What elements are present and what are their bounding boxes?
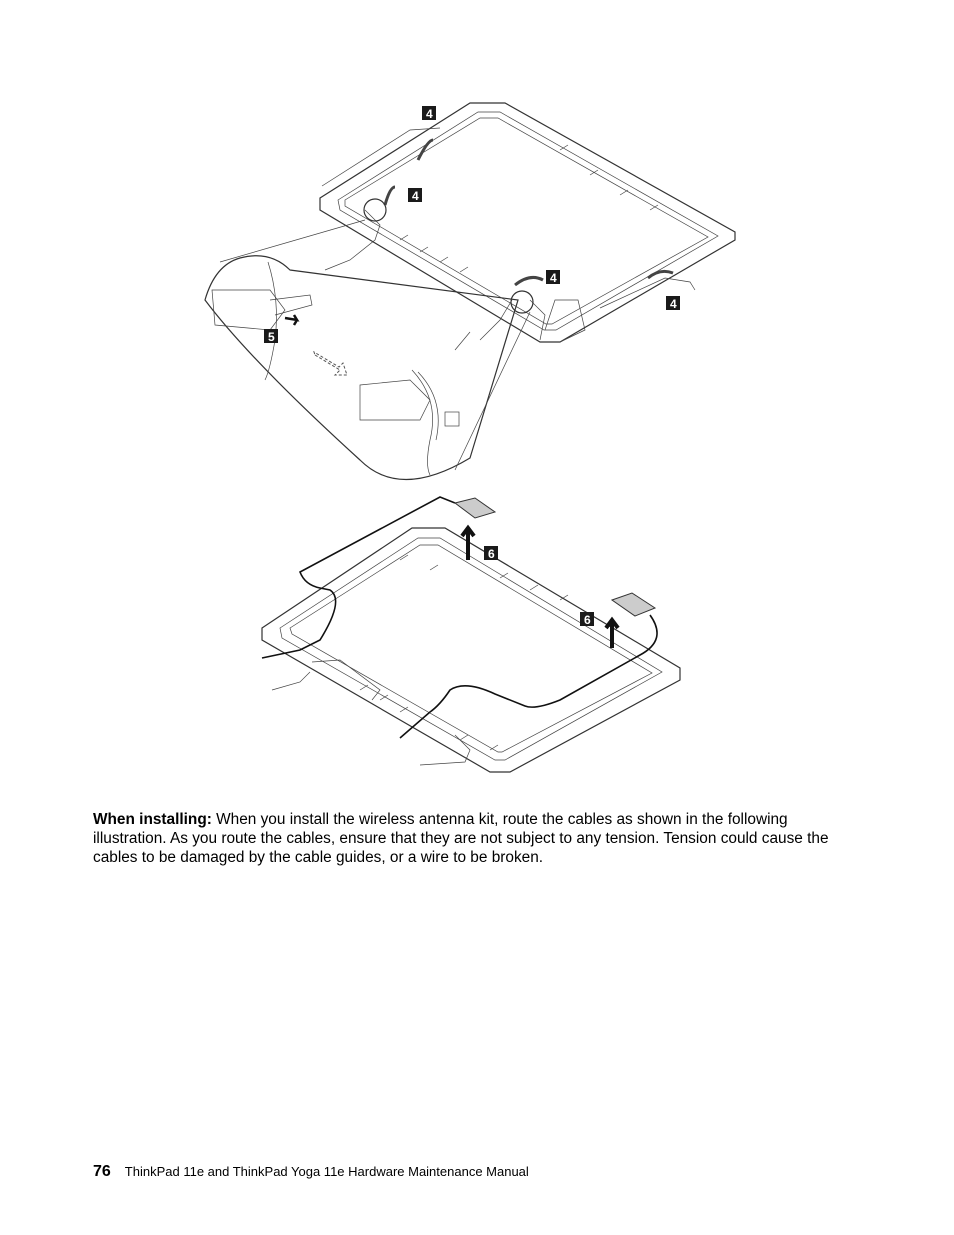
antenna-cables	[261, 496, 658, 739]
page-footer: 76 ThinkPad 11e and ThinkPad Yoga 11e Har…	[93, 1163, 529, 1181]
callout-5: 5	[264, 329, 278, 344]
svg-text:6: 6	[584, 613, 591, 627]
callout-6-left: 6	[484, 546, 498, 561]
page-number: 76	[93, 1163, 111, 1180]
callout-4-right: 4	[666, 296, 680, 311]
figure-hinge-removal: 4 4 4 4 5 6 6	[204, 102, 736, 773]
installing-note-lead: When installing:	[93, 811, 212, 829]
antenna-pad-right	[610, 592, 657, 617]
installing-note-body: When you install the wireless antenna ki…	[93, 811, 829, 866]
svg-text:4: 4	[412, 189, 419, 203]
svg-text:5: 5	[268, 330, 275, 344]
svg-text:4: 4	[426, 107, 433, 121]
svg-text:4: 4	[550, 271, 557, 285]
svg-text:4: 4	[670, 297, 677, 311]
manual-title: ThinkPad 11e and ThinkPad Yoga 11e Hardw…	[124, 1164, 529, 1179]
callout-6-right: 6	[580, 612, 594, 627]
installing-note: When installing: When you install the wi…	[93, 811, 863, 867]
zoom-detail	[204, 198, 534, 481]
callout-4-top: 4	[422, 106, 436, 121]
upper-bezel-frame	[319, 102, 736, 351]
antenna-pad-left	[453, 497, 497, 519]
lower-bezel-frame	[261, 527, 681, 773]
rotate-arrows	[383, 138, 674, 287]
callout-4-left: 4	[408, 188, 422, 203]
svg-text:6: 6	[488, 547, 495, 561]
callout-4-center: 4	[546, 270, 560, 285]
